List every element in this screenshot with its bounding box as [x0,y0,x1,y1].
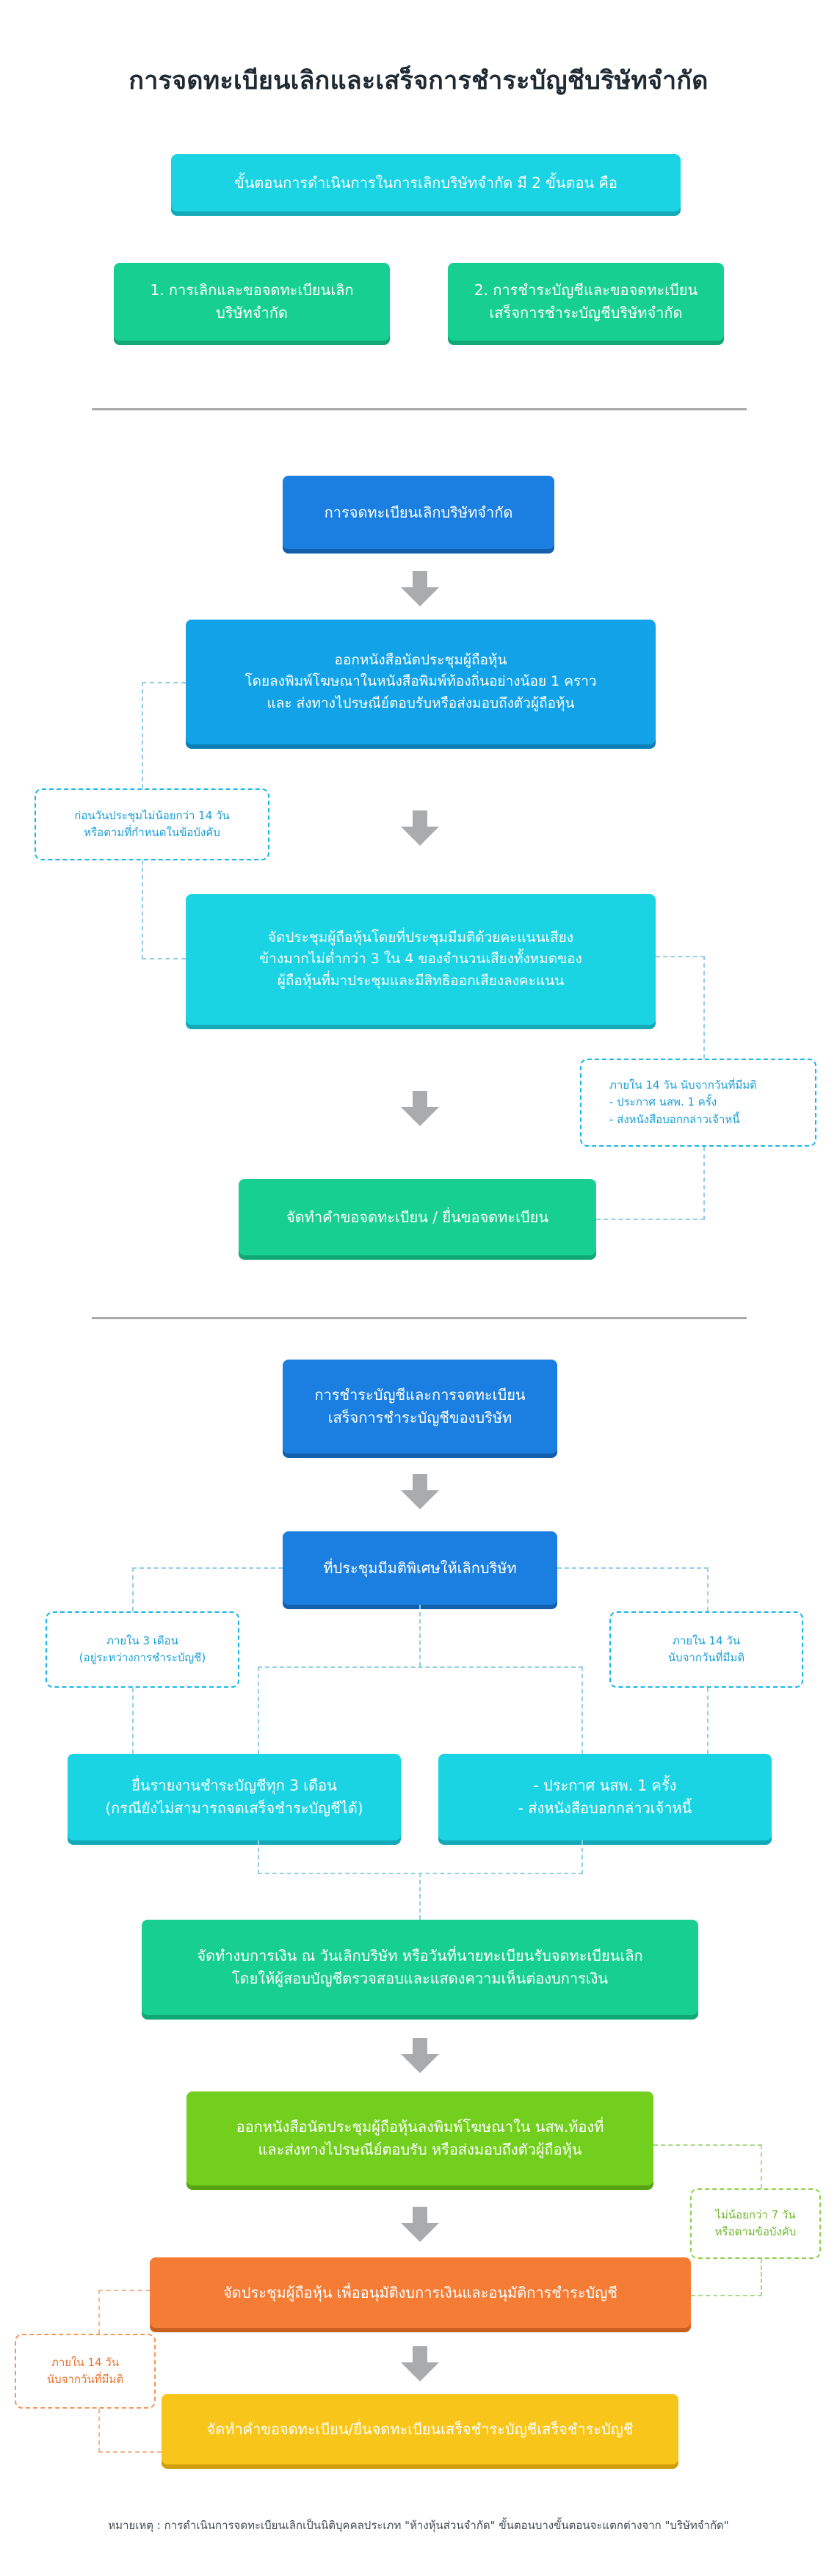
s2-note-14days: ภายใน 14 วัน นับจากวันที่มีมติ [15,2334,156,2409]
s2-14days-conn-upper [98,2290,100,2334]
divider-2 [92,1317,747,1319]
s2-note-right: ภายใน 14 วัน นับจากวันที่มีมติ [609,1611,803,1688]
s2-conn-right-h [557,1567,709,1569]
s2-conn-right-v1 [707,1567,709,1611]
s2-header-box: การชำระบัญชีและการจดทะเบียน เสร็จการชำระ… [283,1360,557,1454]
s2-report-box: ยื่นรายงานชำระบัญชีทุก 3 เดือน (กรณียังไ… [68,1754,401,1840]
s1-right-connector-lower [703,1147,705,1220]
s1-connector-top [142,682,186,683]
s2-financial-box: จัดทำงบการเงิน ณ วันเลิกบริษัท หรือวันที… [142,1920,698,2015]
s1-right-connector-top [656,956,705,957]
s2-join-right-v [581,1840,583,1874]
s1-right-connector-bottom [596,1219,705,1220]
page-title: การจดทะเบียนเลิกและเสร็จการชำระบัญชีบริษ… [128,66,709,95]
s2-7days-conn-top [653,2144,762,2146]
s2-notice-box: ออกหนังสือนัดประชุมผู้ถือหุ้นลงพิมพ์โฆษณ… [186,2091,653,2185]
divider-1 [92,408,747,410]
s2-14days-conn-lower [98,2409,100,2453]
s1-note-before-meeting: ก่อนวันประชุมไม่น้อยกว่า 14 วัน หรือตามท… [35,788,269,860]
s2-join-left-v [258,1840,259,1874]
s1-right-connector-upper [703,956,705,1059]
s2-7days-conn-upper [761,2144,762,2188]
s2-register-box: จัดทำคำขอจดทะเบียน/ยื่นจดทะเบียนเสร็จชำร… [162,2394,678,2464]
s2-conn-center-right [581,1666,583,1754]
s2-conn-left-v1 [132,1567,134,1611]
s2-conn-right-v2 [707,1688,709,1754]
s2-14days-conn-bottom [98,2451,162,2453]
s2-conn-left-h [132,1567,283,1569]
intro-header-box: ขั้นตอนการดำเนินการในการเลิกบริษัทจำกัด … [171,154,681,211]
s2-meeting-box: จัดประชุมผู้ถือหุ้น เพื่ออนุมัติงบการเงิ… [150,2257,691,2328]
s1-connector-lower [142,860,143,959]
s2-conn-center-left [258,1666,259,1754]
s2-conn-center-h [258,1666,583,1668]
s1-note-after-resolution: ภายใน 14 วัน นับจากวันที่มีมติ - ประกาศ … [580,1059,816,1147]
down-arrow-icon [401,1474,439,1509]
s1-notice-box: ออกหนังสือนัดประชุมผู้ถือหุ้น โดยลงพิมพ์… [186,620,656,744]
down-arrow-icon [401,2346,439,2381]
s2-14days-conn-top [98,2290,150,2291]
s2-resolution-box: ที่ประชุมมีมติพิเศษให้เลิกบริษัท [283,1531,557,1605]
down-arrow-icon [401,2207,439,2242]
s1-header-box: การจดทะเบียนเลิกบริษัทจำกัด [283,476,554,549]
footer-note: หมายเหตุ : การดำเนินการจดทะเบียนเลิกเป็น… [108,2519,729,2532]
s1-register-box: จัดทำคำขอจดทะเบียน / ยื่นขอจดทะเบียน [239,1179,596,1255]
s2-conn-center-v [419,1605,421,1666]
s2-7days-conn-lower [761,2259,762,2296]
down-arrow-icon [401,810,439,846]
s2-conn-left-v2 [132,1688,134,1754]
down-arrow-icon [401,571,439,606]
s1-meeting-box: จัดประชุมผู้ถือหุ้นโดยที่ประชุมมีมติด้วย… [186,894,656,1025]
s2-7days-conn-bottom [691,2295,762,2296]
s1-connector-upper [142,682,143,788]
s2-note-7days: ไม่น้อยกว่า 7 วัน หรือตามข้อบังคับ [690,2188,821,2259]
intro-step2-box: 2. การชำระบัญชีและขอจดทะเบียน เสร็จการชำ… [448,263,724,341]
s1-connector-bottom [142,958,186,959]
s2-join-center-v [419,1873,421,1920]
s2-note-left: ภายใน 3 เดือน (อยู่ระหว่างการชำระบัญชี) [46,1611,239,1688]
s2-announce-box: - ประกาศ นสพ. 1 ครั้ง - ส่งหนังสือบอกกล่… [438,1754,772,1840]
down-arrow-icon [401,2038,439,2073]
intro-step1-box: 1. การเลิกและขอจดทะเบียนเลิก บริษัทจำกัด [114,263,390,341]
down-arrow-icon [401,1091,439,1126]
